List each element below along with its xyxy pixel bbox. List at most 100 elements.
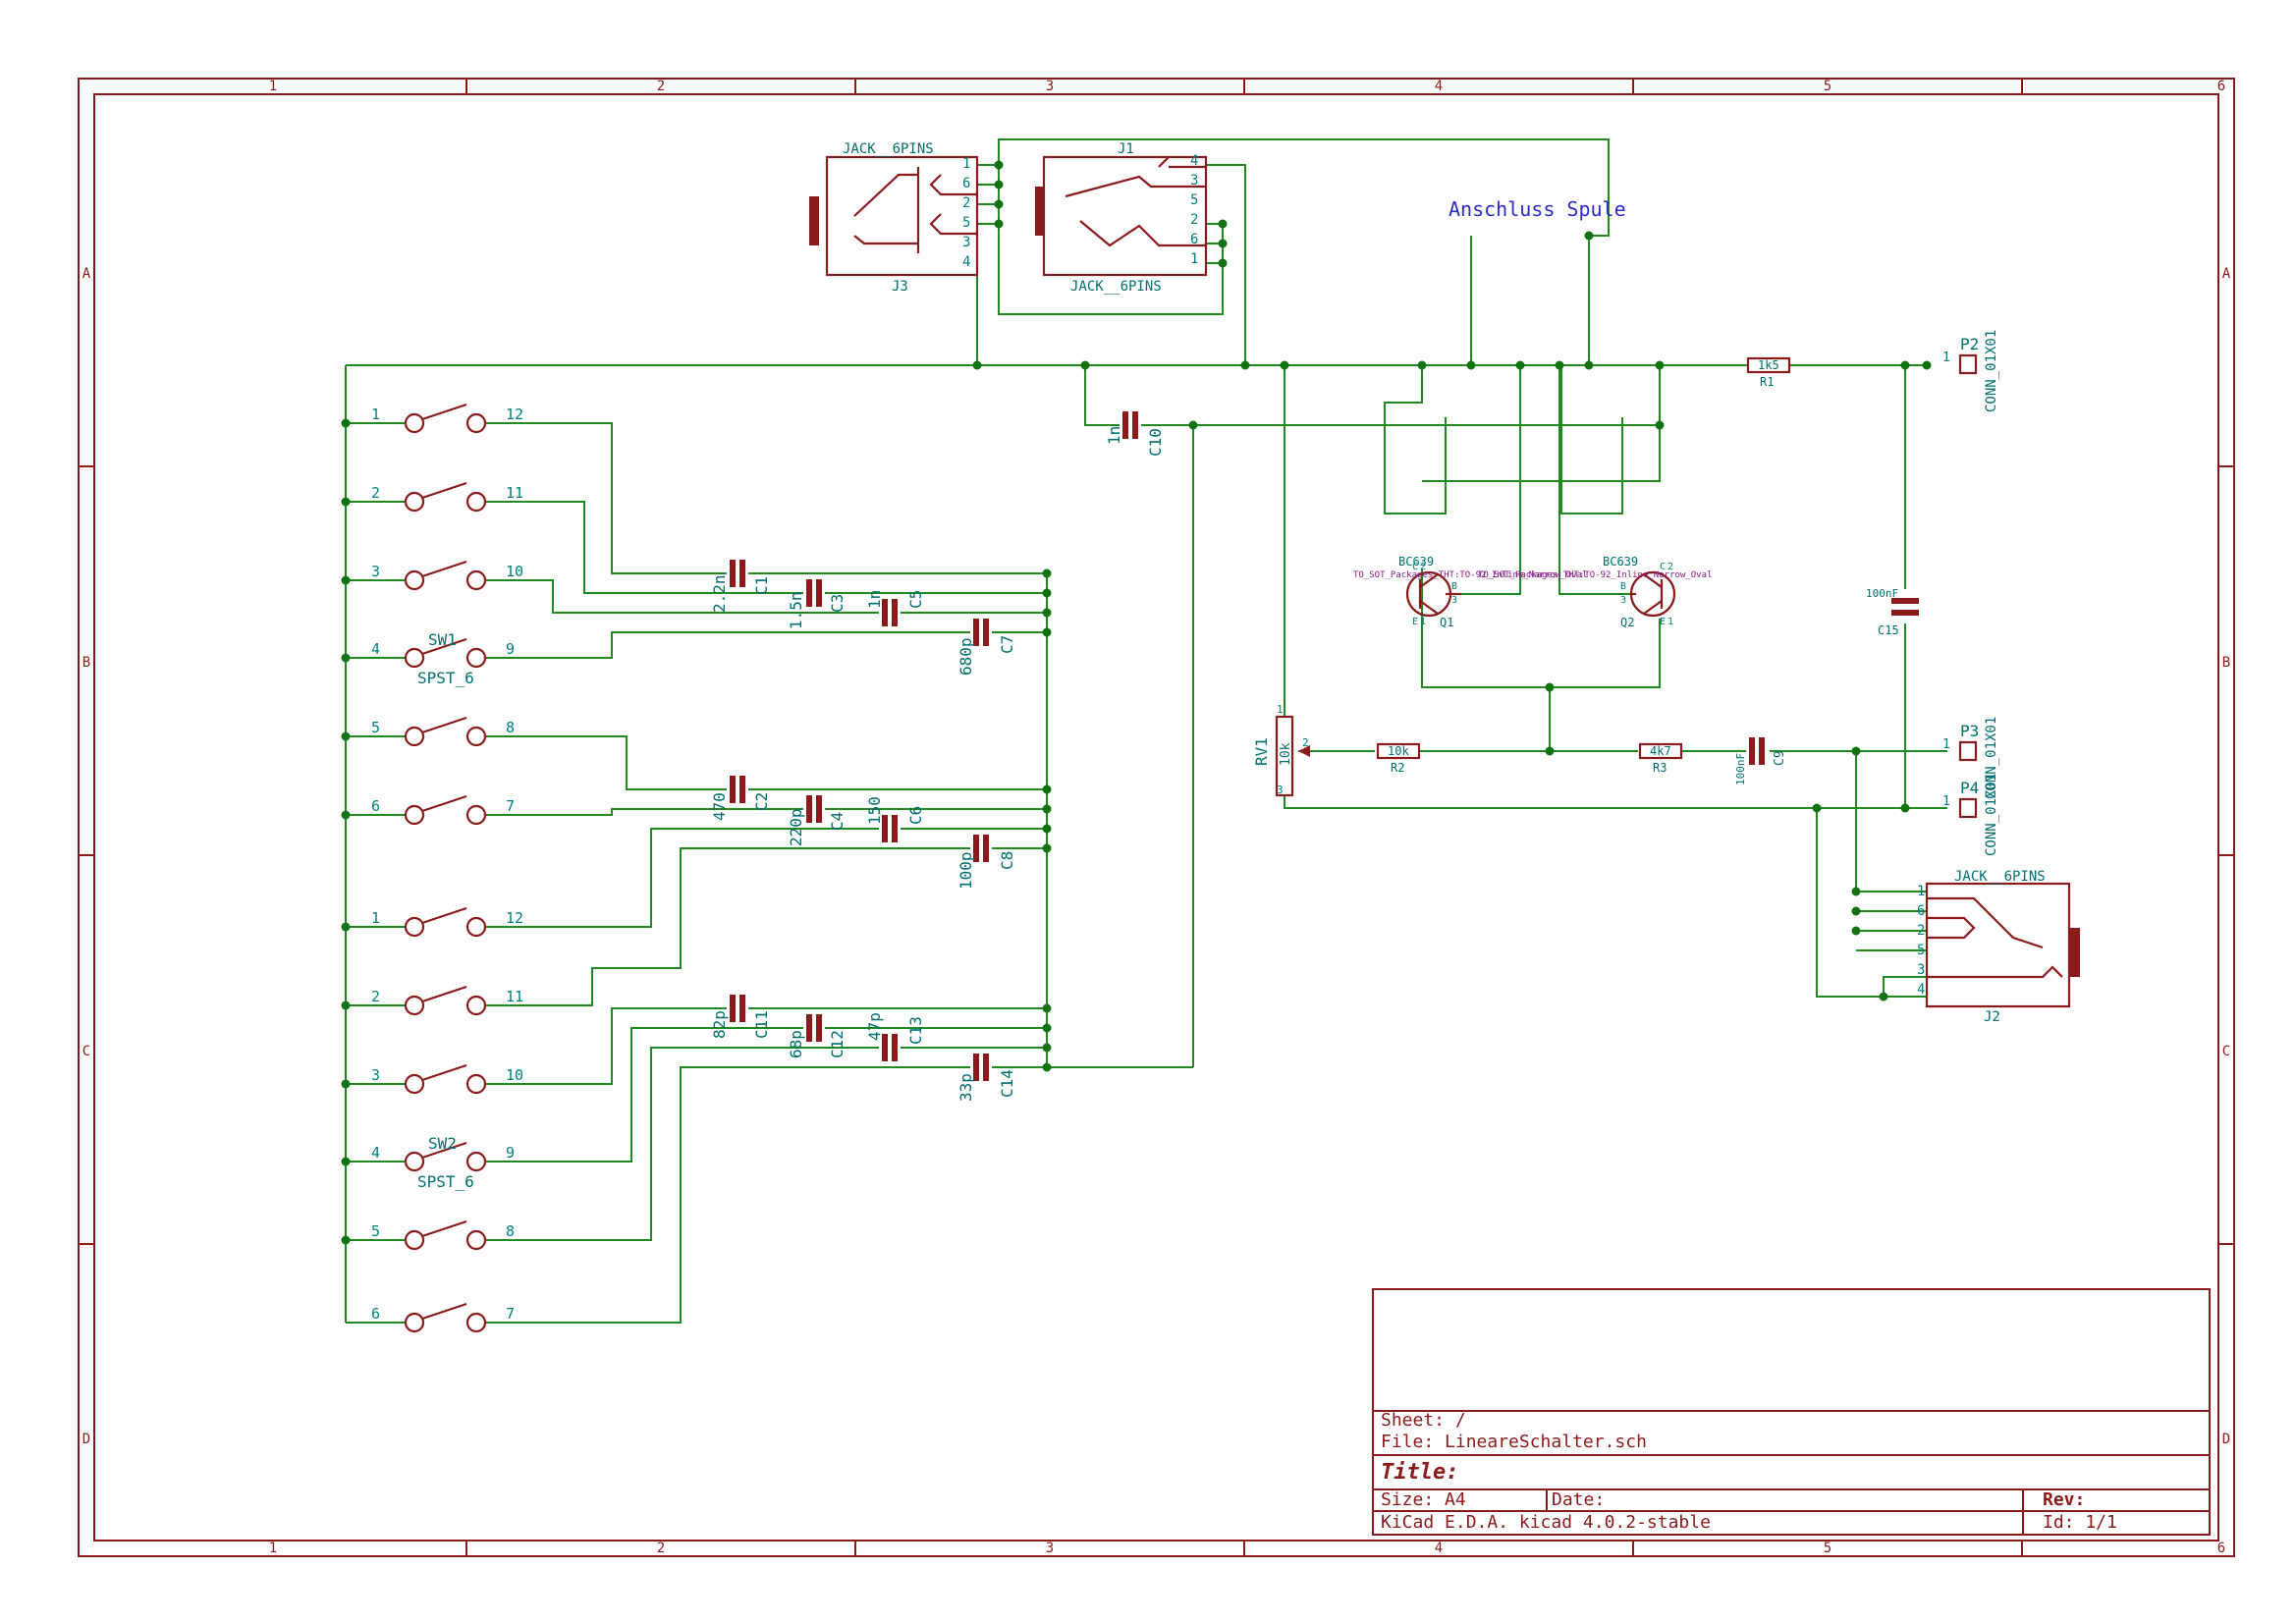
pin-number: 10 <box>506 1066 523 1084</box>
symbol-graphic <box>404 1151 425 1172</box>
symbol-graphic <box>1035 187 1045 236</box>
title-block: Sheet: / File: LineareSchalter.sch Title… <box>1372 1288 2211 1536</box>
symbol-graphic <box>421 1302 467 1321</box>
pin-number: 1 <box>1667 617 1673 627</box>
component-ref: C14 <box>998 1069 1016 1098</box>
junction-dot <box>1851 906 1861 916</box>
col-label: 1 <box>269 1541 277 1556</box>
footprint: TO_SOT_Packages_THT:TO-92_Inline_Narrow_… <box>1353 570 1587 580</box>
component-ref: C13 <box>906 1016 925 1045</box>
component-value: CONN_01X01 <box>1984 330 1999 412</box>
row-label: C <box>82 1044 90 1059</box>
wire-path <box>1422 365 1661 482</box>
pin-number: 5 <box>1190 192 1198 208</box>
symbol-graphic <box>404 412 425 434</box>
junction-dot <box>1042 1062 1052 1072</box>
junction-dot <box>1240 360 1250 370</box>
symbol-graphic <box>465 491 487 513</box>
junction-dot <box>1812 803 1822 813</box>
component-value: 10k <box>1279 742 1293 766</box>
pin-number: 3 <box>1190 173 1198 189</box>
symbol-graphic <box>421 794 467 813</box>
symbol-graphic <box>404 647 425 669</box>
symbol-graphic <box>465 569 487 591</box>
symbol-graphic <box>809 196 819 245</box>
component-ref: R3 <box>1653 761 1667 775</box>
symbol-graphic <box>1927 916 1976 940</box>
pin-number: 2 <box>1917 923 1925 939</box>
pin-number: 5 <box>371 719 380 736</box>
pin-number: 1 <box>1942 351 1950 365</box>
component-value: 10k <box>1388 744 1409 758</box>
pin-number: 2 <box>1190 212 1198 228</box>
junction-dot <box>1851 887 1861 896</box>
component-value: 2.2n <box>710 574 729 613</box>
component-value: 82p <box>710 1010 729 1039</box>
pin-number: 5 <box>962 215 970 231</box>
component-ref: Q2 <box>1620 616 1634 629</box>
pin-label: C <box>1412 562 1418 572</box>
pin-number: 4 <box>371 640 380 658</box>
component-value: 100nF <box>1734 753 1747 785</box>
row-label: C <box>2222 1044 2230 1059</box>
switch-pole <box>404 1141 487 1172</box>
symbol-graphic <box>1065 175 1206 198</box>
symbol-graphic <box>1958 797 1978 819</box>
col-label: 6 <box>2217 1541 2225 1556</box>
wire-path <box>486 1066 970 1324</box>
pin-number: 6 <box>962 176 970 191</box>
pin-number: 3 <box>962 235 970 250</box>
symbol-graphic <box>1925 882 2071 1008</box>
switch-pole <box>404 1219 487 1251</box>
pin-number: 7 <box>506 797 515 815</box>
sheet-border <box>78 78 2235 1557</box>
junction-dot <box>1584 231 1594 241</box>
pin-number: 12 <box>506 406 523 423</box>
switch-pole <box>404 716 487 747</box>
col-label: 1 <box>269 79 277 94</box>
switch-sw2: 1 12 2 11 3 10 4 9 5 8 6 7 SW2 SPST_6 <box>371 906 523 1333</box>
junction-dot <box>1879 992 1888 1001</box>
junction-dot <box>1466 360 1476 370</box>
component-ref: C2 <box>752 792 771 811</box>
junction-dot <box>1080 360 1090 370</box>
component-ref: P3 <box>1960 722 1979 740</box>
symbol-graphic <box>421 985 467 1003</box>
junction-dot <box>994 199 1004 209</box>
component-ref: R2 <box>1391 761 1404 775</box>
col-label: 3 <box>1046 1541 1054 1556</box>
connector-p2: 1 P2 CONN_01X01 <box>1942 330 1999 412</box>
pin-number: 6 <box>1190 232 1198 247</box>
component-ref: C1 <box>752 576 771 595</box>
pin-number: 10 <box>506 563 523 580</box>
transistor-q2: BC639 TO_SOT_Packages_THT:TO-92_Inline_N… <box>1478 555 1712 629</box>
pin-number: 12 <box>506 909 523 927</box>
capacitor-c1: 2.2n C1 <box>710 560 771 613</box>
component-ref: C5 <box>906 590 925 609</box>
switch-pole <box>404 403 487 434</box>
wire-path <box>486 631 970 659</box>
pin-label: B <box>1620 581 1626 592</box>
component-value: SPST_6 <box>417 1172 474 1191</box>
capacitor-c13: 47p C13 <box>865 1012 925 1061</box>
wire-path <box>998 138 1610 365</box>
border-labels: 1 2 3 4 5 6 1 2 3 4 5 6 A B C D A B C D <box>82 79 2231 1556</box>
junction-dot <box>1042 1023 1052 1033</box>
component-value: 100nF <box>1866 587 1898 600</box>
row-label: D <box>82 1432 90 1447</box>
wire-path <box>486 579 879 614</box>
capacitor-c7: 680p C7 <box>957 619 1016 676</box>
component-ref: C10 <box>1146 428 1165 457</box>
wire-path <box>486 847 970 1006</box>
symbol-graphic <box>421 481 467 500</box>
wire-path <box>1284 795 1947 809</box>
symbol-graphic <box>421 1219 467 1238</box>
component-ref: RV1 <box>1252 737 1271 766</box>
symbol-graphic <box>421 1063 467 1082</box>
junction-dot <box>1555 360 1564 370</box>
junction-dot <box>1042 627 1052 637</box>
junction-dot <box>341 418 351 428</box>
switch-pole <box>404 637 487 669</box>
jack-j3: JACK__6PINS J3 1 6 2 5 3 4 <box>809 141 979 295</box>
junction-dot <box>341 1235 351 1245</box>
